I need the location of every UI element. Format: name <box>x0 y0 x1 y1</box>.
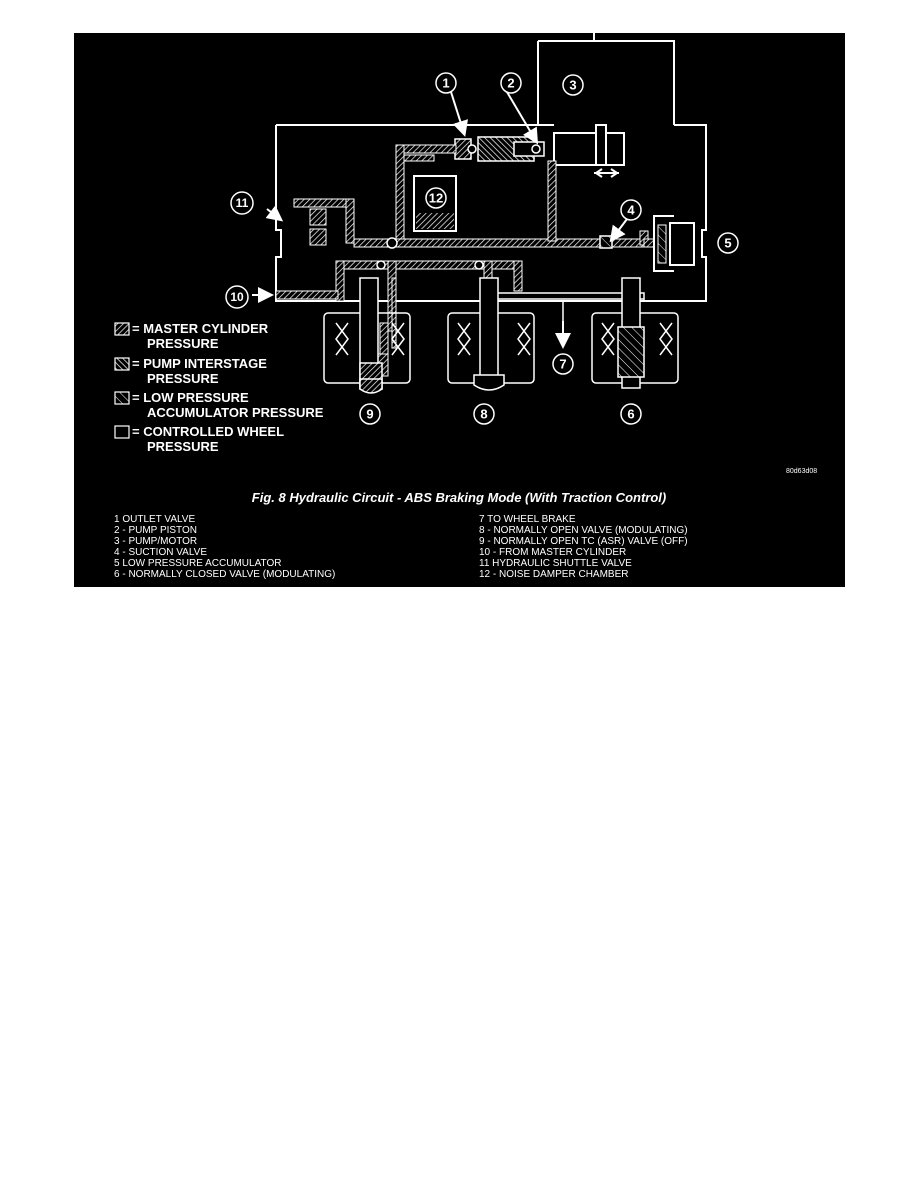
legend-swatch-wheel <box>114 425 130 439</box>
part-12: 12 - NOISE DAMPER CHAMBER <box>479 569 628 580</box>
callout-4-marker <box>620 199 642 221</box>
pump-motor <box>537 33 675 178</box>
figure-caption: Fig. 8 Hydraulic Circuit - ABS Braking M… <box>252 490 666 505</box>
legend-label-low-1: = LOW PRESSURE <box>132 390 249 405</box>
parts-list-right: 7 TO WHEEL BRAKE 8 - NORMALLY OPEN VALVE… <box>479 514 688 580</box>
part-3: 3 - PUMP/MOTOR <box>114 536 197 547</box>
part-2: 2 - PUMP PISTON <box>114 525 197 536</box>
callout-4: 4 <box>627 203 635 218</box>
callout-9-marker <box>359 403 381 425</box>
part-7: 7 TO WHEEL BRAKE <box>479 514 576 525</box>
legend-swatch-interstage <box>114 357 130 371</box>
valve-stems <box>359 277 645 394</box>
junctions <box>376 237 484 270</box>
pump-piston <box>477 136 545 162</box>
part-8: 8 - NORMALLY OPEN VALVE (MODULATING) <box>479 525 688 536</box>
callout-5: 5 <box>724 236 731 251</box>
legend-label-low-2: ACCUMULATOR PRESSURE <box>147 405 324 420</box>
part-1: 1 OUTLET VALVE <box>114 514 195 525</box>
part-6: 6 - NORMALLY CLOSED VALVE (MODULATING) <box>114 569 335 580</box>
figure-code: 80d63d08 <box>786 468 817 475</box>
callout-11-marker <box>230 191 254 215</box>
callout-8-marker <box>473 403 495 425</box>
master-cylinder-passages <box>275 144 659 377</box>
valve-block <box>275 124 707 302</box>
callout-2: 2 <box>507 76 514 91</box>
circuit-diagram: 1 2 3 4 5 6 7 8 9 10 11 12 = MASTER CYLI… <box>114 33 817 580</box>
callout-8: 8 <box>480 407 487 422</box>
callout-7: 7 <box>559 357 566 372</box>
callout-7-marker <box>552 353 574 375</box>
callout-labels: 1 2 3 4 5 6 7 8 9 10 11 12 <box>230 76 731 422</box>
callout-6-marker <box>620 403 642 425</box>
callout-5-marker <box>717 232 739 254</box>
callout-9: 9 <box>366 407 373 422</box>
wheel-pressure-passages <box>484 292 645 323</box>
callout-3-marker <box>562 74 584 96</box>
outlet-valve <box>454 138 477 160</box>
callout-12-marker <box>425 187 447 209</box>
callout-2-marker <box>500 72 522 94</box>
parts-list-left: 1 OUTLET VALVE 2 - PUMP PISTON 3 - PUMP/… <box>114 514 335 580</box>
callout-10: 10 <box>230 290 244 304</box>
legend-label-interstage-1: = PUMP INTERSTAGE <box>132 356 267 371</box>
legend: = MASTER CYLINDER PRESSURE = PUMP INTERS… <box>114 321 324 454</box>
low-pressure-accumulator <box>653 215 695 272</box>
callout-11: 11 <box>236 196 249 210</box>
legend-label-wheel-2: PRESSURE <box>147 439 219 454</box>
callout-12: 12 <box>429 191 443 206</box>
part-4: 4 - SUCTION VALVE <box>114 547 207 558</box>
part-5: 5 LOW PRESSURE ACCUMULATOR <box>114 558 281 569</box>
legend-label-interstage-2: PRESSURE <box>147 371 219 386</box>
legend-label-wheel-1: = CONTROLLED WHEEL <box>132 424 284 439</box>
callout-10-marker <box>225 285 249 309</box>
legend-label-master-1: = MASTER CYLINDER <box>132 321 269 336</box>
suction-valve <box>599 235 613 249</box>
part-9: 9 - NORMALLY OPEN TC (ASR) VALVE (OFF) <box>479 536 688 547</box>
hydraulic-circuit-figure: 1 2 3 4 5 6 7 8 9 10 11 12 = MASTER CYLI… <box>74 33 845 587</box>
arrows <box>252 91 628 349</box>
callout-1-marker <box>435 72 457 94</box>
callouts <box>225 72 739 425</box>
legend-swatch-low <box>114 391 130 405</box>
callout-3: 3 <box>569 78 576 93</box>
legend-label-master-2: PRESSURE <box>147 336 219 351</box>
part-11: 11 HYDRAULIC SHUTTLE VALVE <box>479 558 632 569</box>
callout-6: 6 <box>627 407 634 422</box>
callout-1: 1 <box>442 76 449 91</box>
part-10: 10 - FROM MASTER CYLINDER <box>479 547 626 558</box>
legend-swatch-master <box>114 322 130 336</box>
